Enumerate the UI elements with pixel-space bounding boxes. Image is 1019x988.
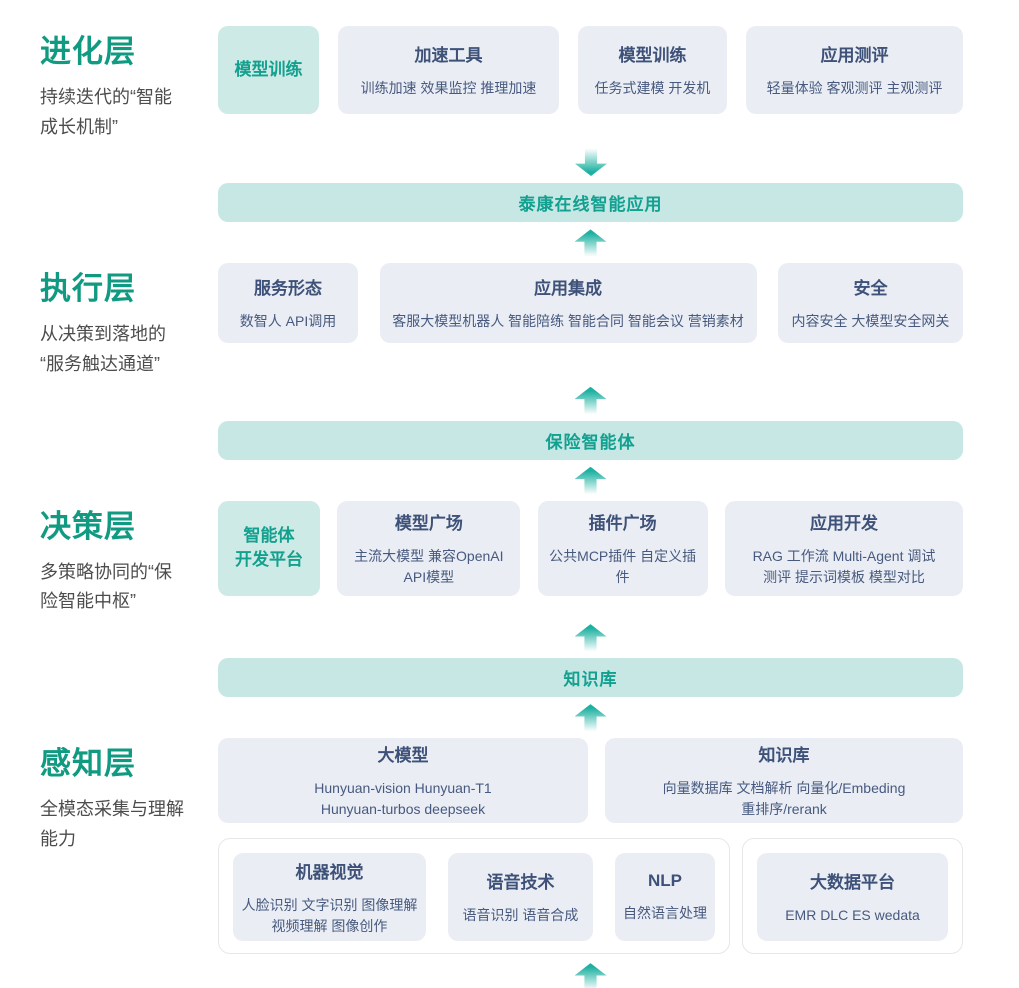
flow-arrow-up-icon xyxy=(574,963,607,988)
banner-insurance-agent: 保险智能体 xyxy=(218,420,963,460)
flow-arrow-up-icon xyxy=(574,386,607,414)
box-items: 内容安全 大模型安全网关 xyxy=(791,313,950,330)
box-items: Hunyuan-vision Hunyuan-T1 Hunyuan-turbos… xyxy=(314,780,492,818)
box-title: 插件广场 xyxy=(588,513,657,533)
box-items: 主流大模型 兼容OpenAI API模型 xyxy=(354,547,504,585)
layer-execution: 执行层 从决策到落地的 “服务触达通道” 服务形态 数智人 API调用 应用集成… xyxy=(40,263,963,379)
box-title: 服务形态 xyxy=(254,279,322,299)
flow-arrow-up-icon xyxy=(574,466,607,494)
box-items: 自然语言处理 xyxy=(623,904,707,921)
box-app-integration: 应用集成 客服大模型机器人 智能陪练 智能合同 智能会议 营销素材 xyxy=(379,263,757,344)
box-app-development: 应用开发 RAG 工作流 Multi-Agent 调试 测评 提示词模板 模型对… xyxy=(724,500,963,596)
box-items: RAG 工作流 Multi-Agent 调试 测评 提示词模板 模型对比 xyxy=(752,547,936,585)
layer-decision-label: 决策层 多策略协同的“保 险智能中枢” xyxy=(40,501,218,617)
flow-arrow-up-icon xyxy=(574,704,607,732)
box-items: 训练加速 效果监控 推理加速 xyxy=(360,80,537,96)
box-items: EMR DLC ES wedata xyxy=(785,907,920,924)
layer-subtitle: 全模态采集与理解 能力 xyxy=(40,799,184,849)
box-title: 加速工具 xyxy=(414,46,483,65)
box-items: 人脸识别 文字识别 图像理解 视频理解 图像创作 xyxy=(241,896,418,934)
box-title: 应用测评 xyxy=(820,46,889,65)
box-title: 智能体 开发平台 xyxy=(235,526,303,570)
box-items: 向量数据库 文档解析 向量化/Embeding 重排序/rerank xyxy=(662,780,906,818)
box-model-training-platform: 模型训练 xyxy=(218,26,319,114)
layer-title: 决策层 xyxy=(40,508,136,544)
layer-title: 感知层 xyxy=(40,746,136,782)
box-title: 机器视觉 xyxy=(295,862,364,882)
flow-arrow-up-icon xyxy=(574,229,607,257)
layer-perception: 感知层 全模态采集与理解 能力 大模型 Hunyuan-vision Hunyu… xyxy=(40,738,963,955)
box-title: 安全 xyxy=(853,279,888,299)
box-acceleration-tools: 加速工具 训练加速 效果监控 推理加速 xyxy=(338,26,559,114)
box-security: 安全 内容安全 大模型安全网关 xyxy=(778,263,963,344)
box-items: 轻量体验 客观测评 主观测评 xyxy=(766,80,943,96)
box-items: 数智人 API调用 xyxy=(239,313,337,330)
box-speech-tech: 语音技术 语音识别 语音合成 xyxy=(448,853,593,942)
box-model-training: 模型训练 任务式建模 开发机 xyxy=(578,26,727,114)
box-title: 模型训练 xyxy=(234,60,303,80)
box-title: 模型训练 xyxy=(618,46,687,65)
box-service-forms: 服务形态 数智人 API调用 xyxy=(218,263,358,344)
layer-subtitle: 从决策到落地的 “服务触达通道” xyxy=(40,324,166,375)
flow-arrow-up-icon xyxy=(574,624,607,652)
card-big-data: 大数据平台 EMR DLC ES wedata xyxy=(742,838,963,955)
box-nlp: NLP 自然语言处理 xyxy=(615,853,715,942)
box-title: 大模型 xyxy=(377,746,429,766)
box-large-models: 大模型 Hunyuan-vision Hunyuan-T1 Hunyuan-tu… xyxy=(218,738,588,824)
card-ai-capabilities: 机器视觉 人脸识别 文字识别 图像理解 视频理解 图像创作 语音技术 语音识别 … xyxy=(218,838,730,955)
box-title: 语音技术 xyxy=(486,873,555,893)
box-items: 客服大模型机器人 智能陪练 智能合同 智能会议 营销素材 xyxy=(392,313,744,330)
box-items: 语音识别 语音合成 xyxy=(462,907,579,924)
layer-title: 执行层 xyxy=(40,271,136,307)
layer-evolution: 进化层 持续迭代的“智能 成长机制” 模型训练 加速工具 训练加速 效果监控 推… xyxy=(40,26,963,142)
banner-smart-applications: 泰康在线智能应用 xyxy=(218,183,963,223)
box-items: 任务式建模 开发机 xyxy=(594,80,711,96)
box-model-square: 模型广场 主流大模型 兼容OpenAI API模型 xyxy=(337,500,521,596)
box-title: 大数据平台 xyxy=(810,873,895,893)
box-title: 知识库 xyxy=(758,746,810,766)
layer-evolution-label: 进化层 持续迭代的“智能 成长机制” xyxy=(40,26,218,142)
box-big-data-platform: 大数据平台 EMR DLC ES wedata xyxy=(757,853,948,942)
flow-arrow-down-icon xyxy=(575,149,607,176)
box-items: 公共MCP插件 自定义插件 xyxy=(549,547,697,585)
banner-knowledge-base: 知识库 xyxy=(218,658,963,698)
layer-decision: 决策层 多策略协同的“保 险智能中枢” 智能体 开发平台 模型广场 主流大模型 … xyxy=(40,500,963,617)
layer-perception-label: 感知层 全模态采集与理解 能力 xyxy=(40,738,218,954)
box-machine-vision: 机器视觉 人脸识别 文字识别 图像理解 视频理解 图像创作 xyxy=(233,853,426,942)
box-knowledge-base: 知识库 向量数据库 文档解析 向量化/Embeding 重排序/rerank xyxy=(605,738,963,824)
box-title: 模型广场 xyxy=(394,513,463,533)
layer-subtitle: 持续迭代的“智能 成长机制” xyxy=(40,87,172,137)
box-title: 应用开发 xyxy=(809,513,878,533)
box-plugin-square: 插件广场 公共MCP插件 自定义插件 xyxy=(537,500,708,596)
box-title: 应用集成 xyxy=(534,279,602,299)
layer-execution-label: 执行层 从决策到落地的 “服务触达通道” xyxy=(40,263,218,379)
layer-subtitle: 多策略协同的“保 险智能中枢” xyxy=(40,561,172,612)
box-title: NLP xyxy=(648,870,682,890)
layer-title: 进化层 xyxy=(40,34,136,69)
box-agent-dev-platform: 智能体 开发平台 xyxy=(218,500,320,596)
box-app-evaluation: 应用测评 轻量体验 客观测评 主观测评 xyxy=(746,26,963,114)
